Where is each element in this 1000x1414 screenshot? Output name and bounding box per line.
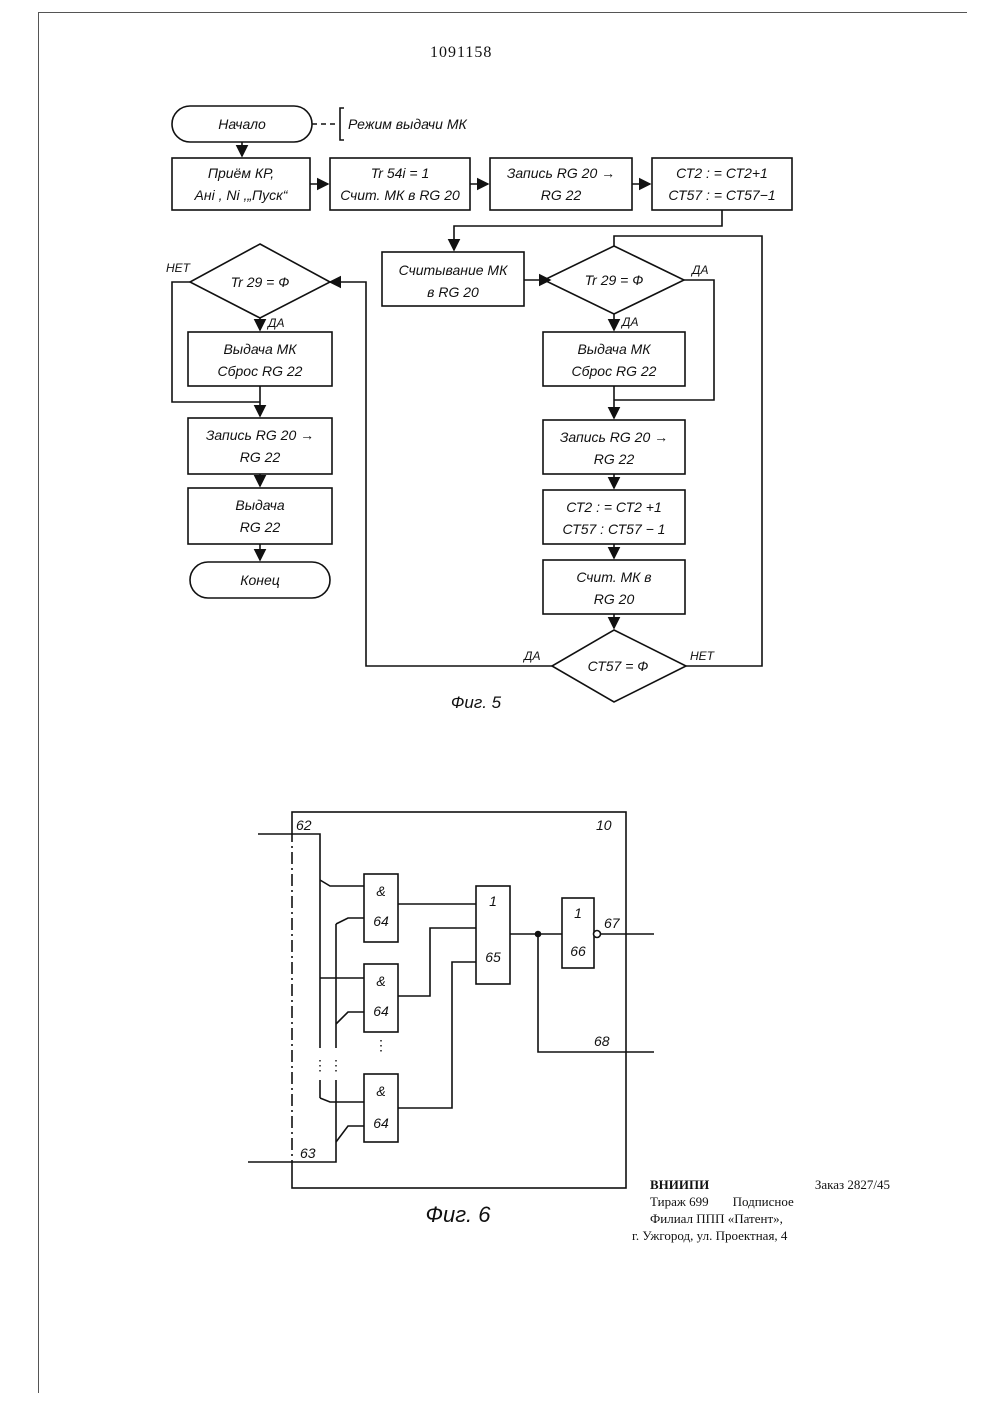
- imprint-org: ВНИИПИ: [650, 1176, 709, 1193]
- imprint-branch: Филиал ППП «Патент»,: [650, 1210, 783, 1227]
- figure-6-labels: 10 62 63 & 64 & 64 & 64 1 65 1 66 67 68 …: [296, 817, 621, 1227]
- input-62-label: 62: [296, 817, 312, 833]
- block-10-frame: [292, 812, 626, 1188]
- tr29-right-yes: ДА: [690, 263, 708, 277]
- output-line-1: Выдача: [235, 497, 284, 513]
- ct57-label: СТ57 = Ф: [588, 658, 649, 674]
- publisher-imprint: ВНИИПИ Заказ 2827/45 Тираж 699 Подписное…: [650, 1176, 890, 1244]
- end-label: Конец: [240, 572, 280, 588]
- issue-left-line-1: Выдача МК: [223, 341, 297, 357]
- ct57-yes: ДА: [522, 649, 540, 663]
- write-left-line-2: RG 22: [240, 449, 281, 465]
- tr29-right-yes-down: ДА: [620, 315, 638, 329]
- mode-note: Режим выдачи МК: [348, 116, 467, 132]
- or-id: 65: [485, 949, 501, 965]
- and-1-id: 64: [373, 913, 389, 929]
- write-right-line-1: Запись RG 20 →: [560, 429, 668, 445]
- output-67-label: 67: [604, 915, 621, 931]
- counters1-line-1: СТ2 : = СТ2+1: [676, 165, 768, 181]
- write1-line-1: Запись RG 20 →: [507, 165, 615, 181]
- counters2-line-1: СТ2 : = СТ2 +1: [566, 499, 662, 515]
- counters2-line-2: СТ57 : СТ57 − 1: [563, 521, 666, 537]
- output-68-label: 68: [594, 1033, 610, 1049]
- write1-line-2: RG 22: [541, 187, 582, 203]
- figure-5-labels: Начало Режим выдачи МК Приём КР, Aнi , N…: [166, 116, 776, 712]
- read-line-1: Считывание МК: [399, 262, 508, 278]
- counters1-line-2: СТ57 : = СТ57−1: [668, 187, 775, 203]
- svg-text:⋮: ⋮: [329, 1057, 343, 1073]
- tr29-right-label: Tr 29 = Ф: [585, 272, 644, 288]
- set-tr-line-1: Tr 54i = 1: [371, 165, 430, 181]
- svg-text:⋮: ⋮: [374, 1037, 388, 1053]
- set-tr-line-2: Счит. МК в RG 20: [340, 187, 460, 203]
- write-left-line-1: Запись RG 20 →: [206, 427, 314, 443]
- tr29-left-no: НЕТ: [166, 261, 192, 275]
- write-right-line-2: RG 22: [594, 451, 635, 467]
- svg-text:⋮: ⋮: [313, 1057, 327, 1073]
- issue-right-line-1: Выдача МК: [577, 341, 651, 357]
- and-2-symbol: &: [376, 973, 385, 989]
- and-2-id: 64: [373, 1003, 389, 1019]
- start-label: Начало: [218, 116, 266, 132]
- figure-5-caption: Фиг. 5: [451, 693, 502, 712]
- or-symbol: 1: [489, 893, 497, 909]
- output-line-2: RG 22: [240, 519, 281, 535]
- receive-line-2: Aнi , Ni ,„Пуск“: [194, 187, 289, 203]
- imprint-subscription: Подписное: [733, 1193, 794, 1210]
- figure-6-caption: Фиг. 6: [425, 1202, 491, 1227]
- input-63-label: 63: [300, 1145, 316, 1161]
- figure-6-schematic: [248, 812, 654, 1188]
- issue-right-line-2: Сброс RG 22: [572, 363, 657, 379]
- receive-line-1: Приём КР,: [208, 165, 274, 181]
- read2-line-2: RG 20: [594, 591, 635, 607]
- tr29-left-yes: ДА: [266, 316, 284, 330]
- issue-left-line-2: Сброс RG 22: [218, 363, 303, 379]
- block-10-label: 10: [596, 817, 612, 833]
- and-3-symbol: &: [376, 1083, 385, 1099]
- read-line-2: в RG 20: [427, 284, 479, 300]
- imprint-address: г. Ужгород, ул. Проектная, 4: [632, 1227, 787, 1244]
- read2-line-1: Счит. МК в: [576, 569, 651, 585]
- and-3-id: 64: [373, 1115, 389, 1131]
- imprint-run: Тираж 699: [650, 1193, 709, 1210]
- tr29-left-label: Tr 29 = Ф: [231, 274, 290, 290]
- inverter-symbol: 1: [574, 905, 582, 921]
- ct57-no: НЕТ: [690, 649, 716, 663]
- imprint-order: Заказ 2827/45: [815, 1176, 890, 1193]
- and-1-symbol: &: [376, 883, 385, 899]
- inverter-id: 66: [570, 943, 586, 959]
